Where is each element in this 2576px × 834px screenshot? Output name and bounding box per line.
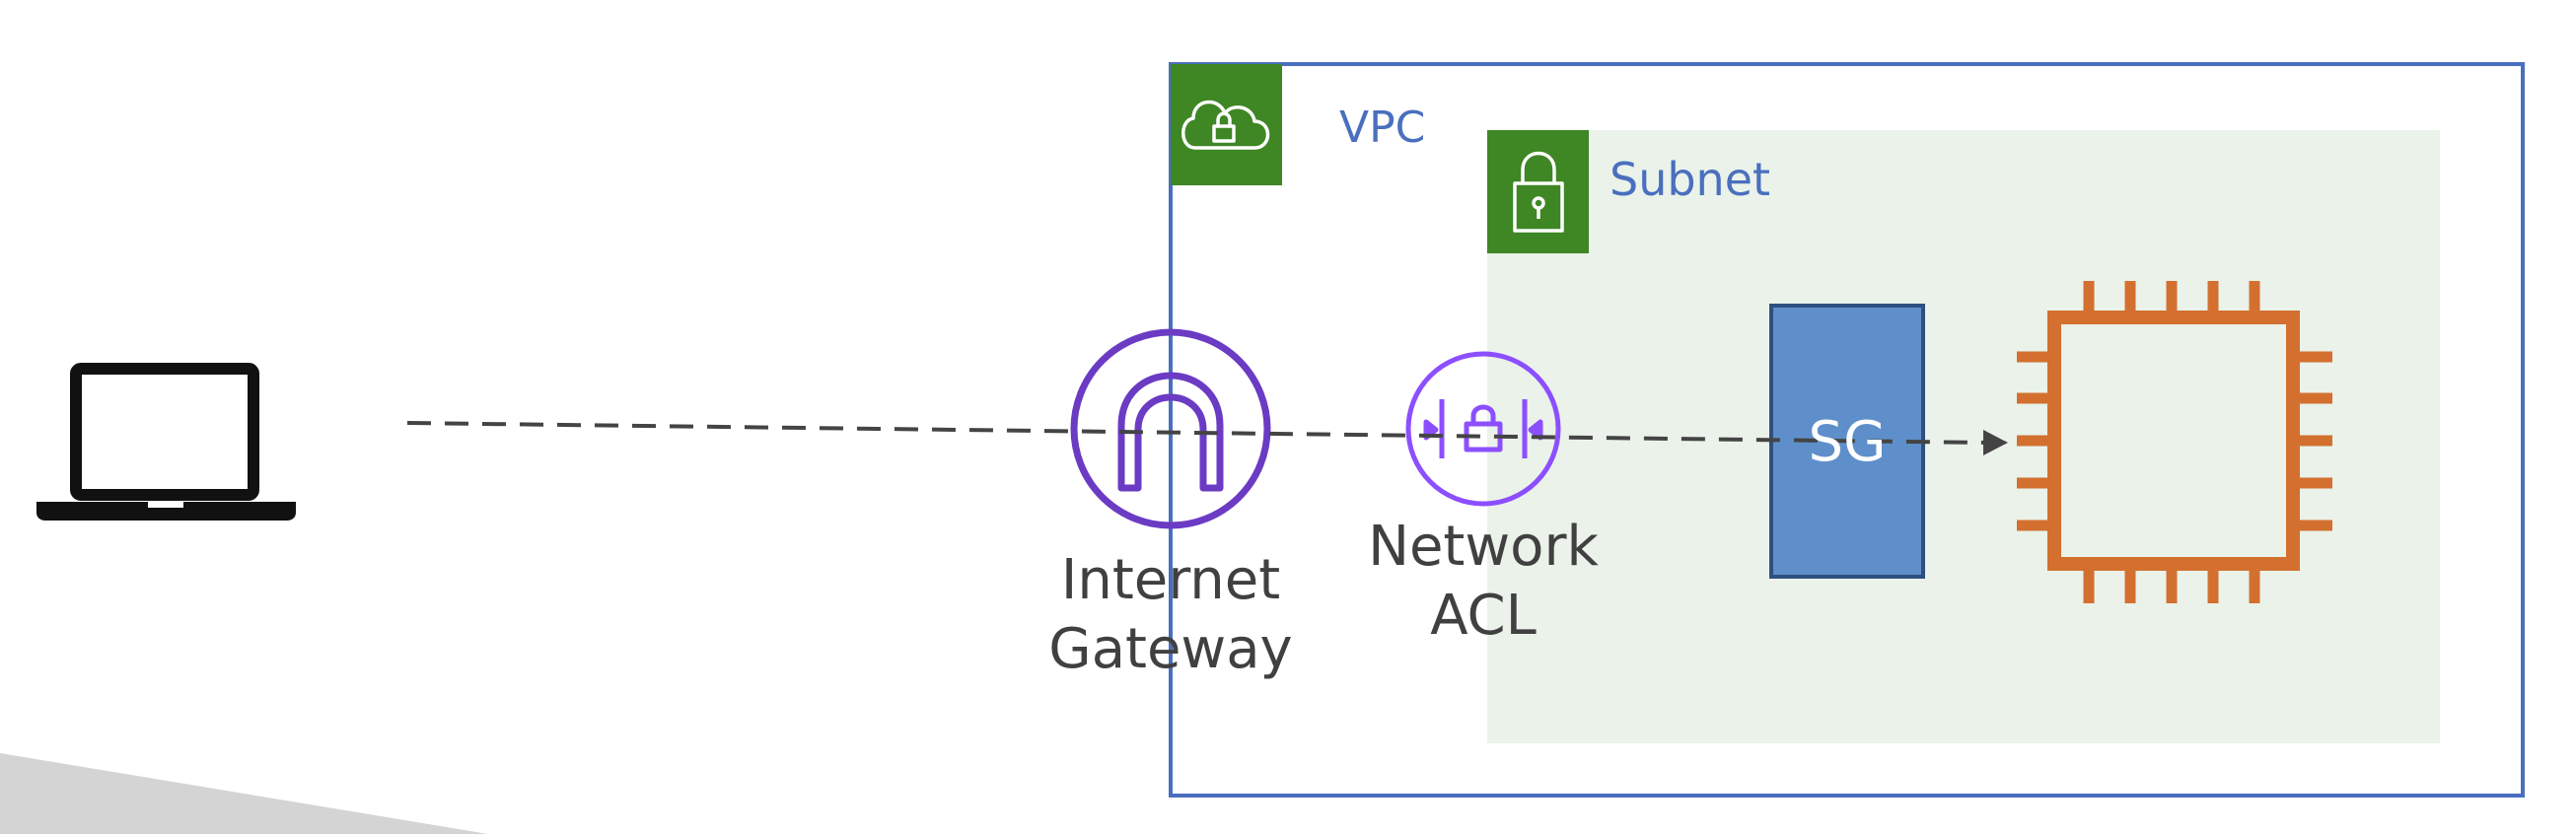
subnet-badge — [1487, 130, 1589, 253]
slide-corner-shape — [0, 753, 488, 834]
security-group-label: SG — [1808, 410, 1887, 474]
padlock-icon — [1513, 151, 1564, 233]
network-acl-icon — [1405, 351, 1561, 507]
ec2-chip-pins — [2017, 281, 2332, 603]
subnet-label: Subnet — [1610, 153, 1771, 206]
network-acl-label: Network ACL — [1335, 513, 1631, 651]
internet-gateway-label-line1: Internet — [1060, 548, 1281, 612]
laptop-icon — [36, 363, 296, 521]
internet-gateway-icon — [1070, 328, 1271, 529]
vpc-boundary — [1169, 62, 2525, 798]
internet-gateway-label-line2: Gateway — [1048, 617, 1293, 681]
vpc-label: VPC — [1339, 103, 1426, 153]
traffic-flow-arrow — [406, 421, 2008, 455]
internet-gateway-label: Internet Gateway — [1023, 546, 1319, 684]
ec2-instance-chip-icon — [2017, 281, 2332, 603]
network-acl-label-line1: Network — [1368, 515, 1599, 579]
network-acl-label-line2: ACL — [1430, 584, 1537, 648]
vpc-badge — [1171, 64, 1282, 185]
cloud-lock-icon — [1181, 100, 1270, 150]
